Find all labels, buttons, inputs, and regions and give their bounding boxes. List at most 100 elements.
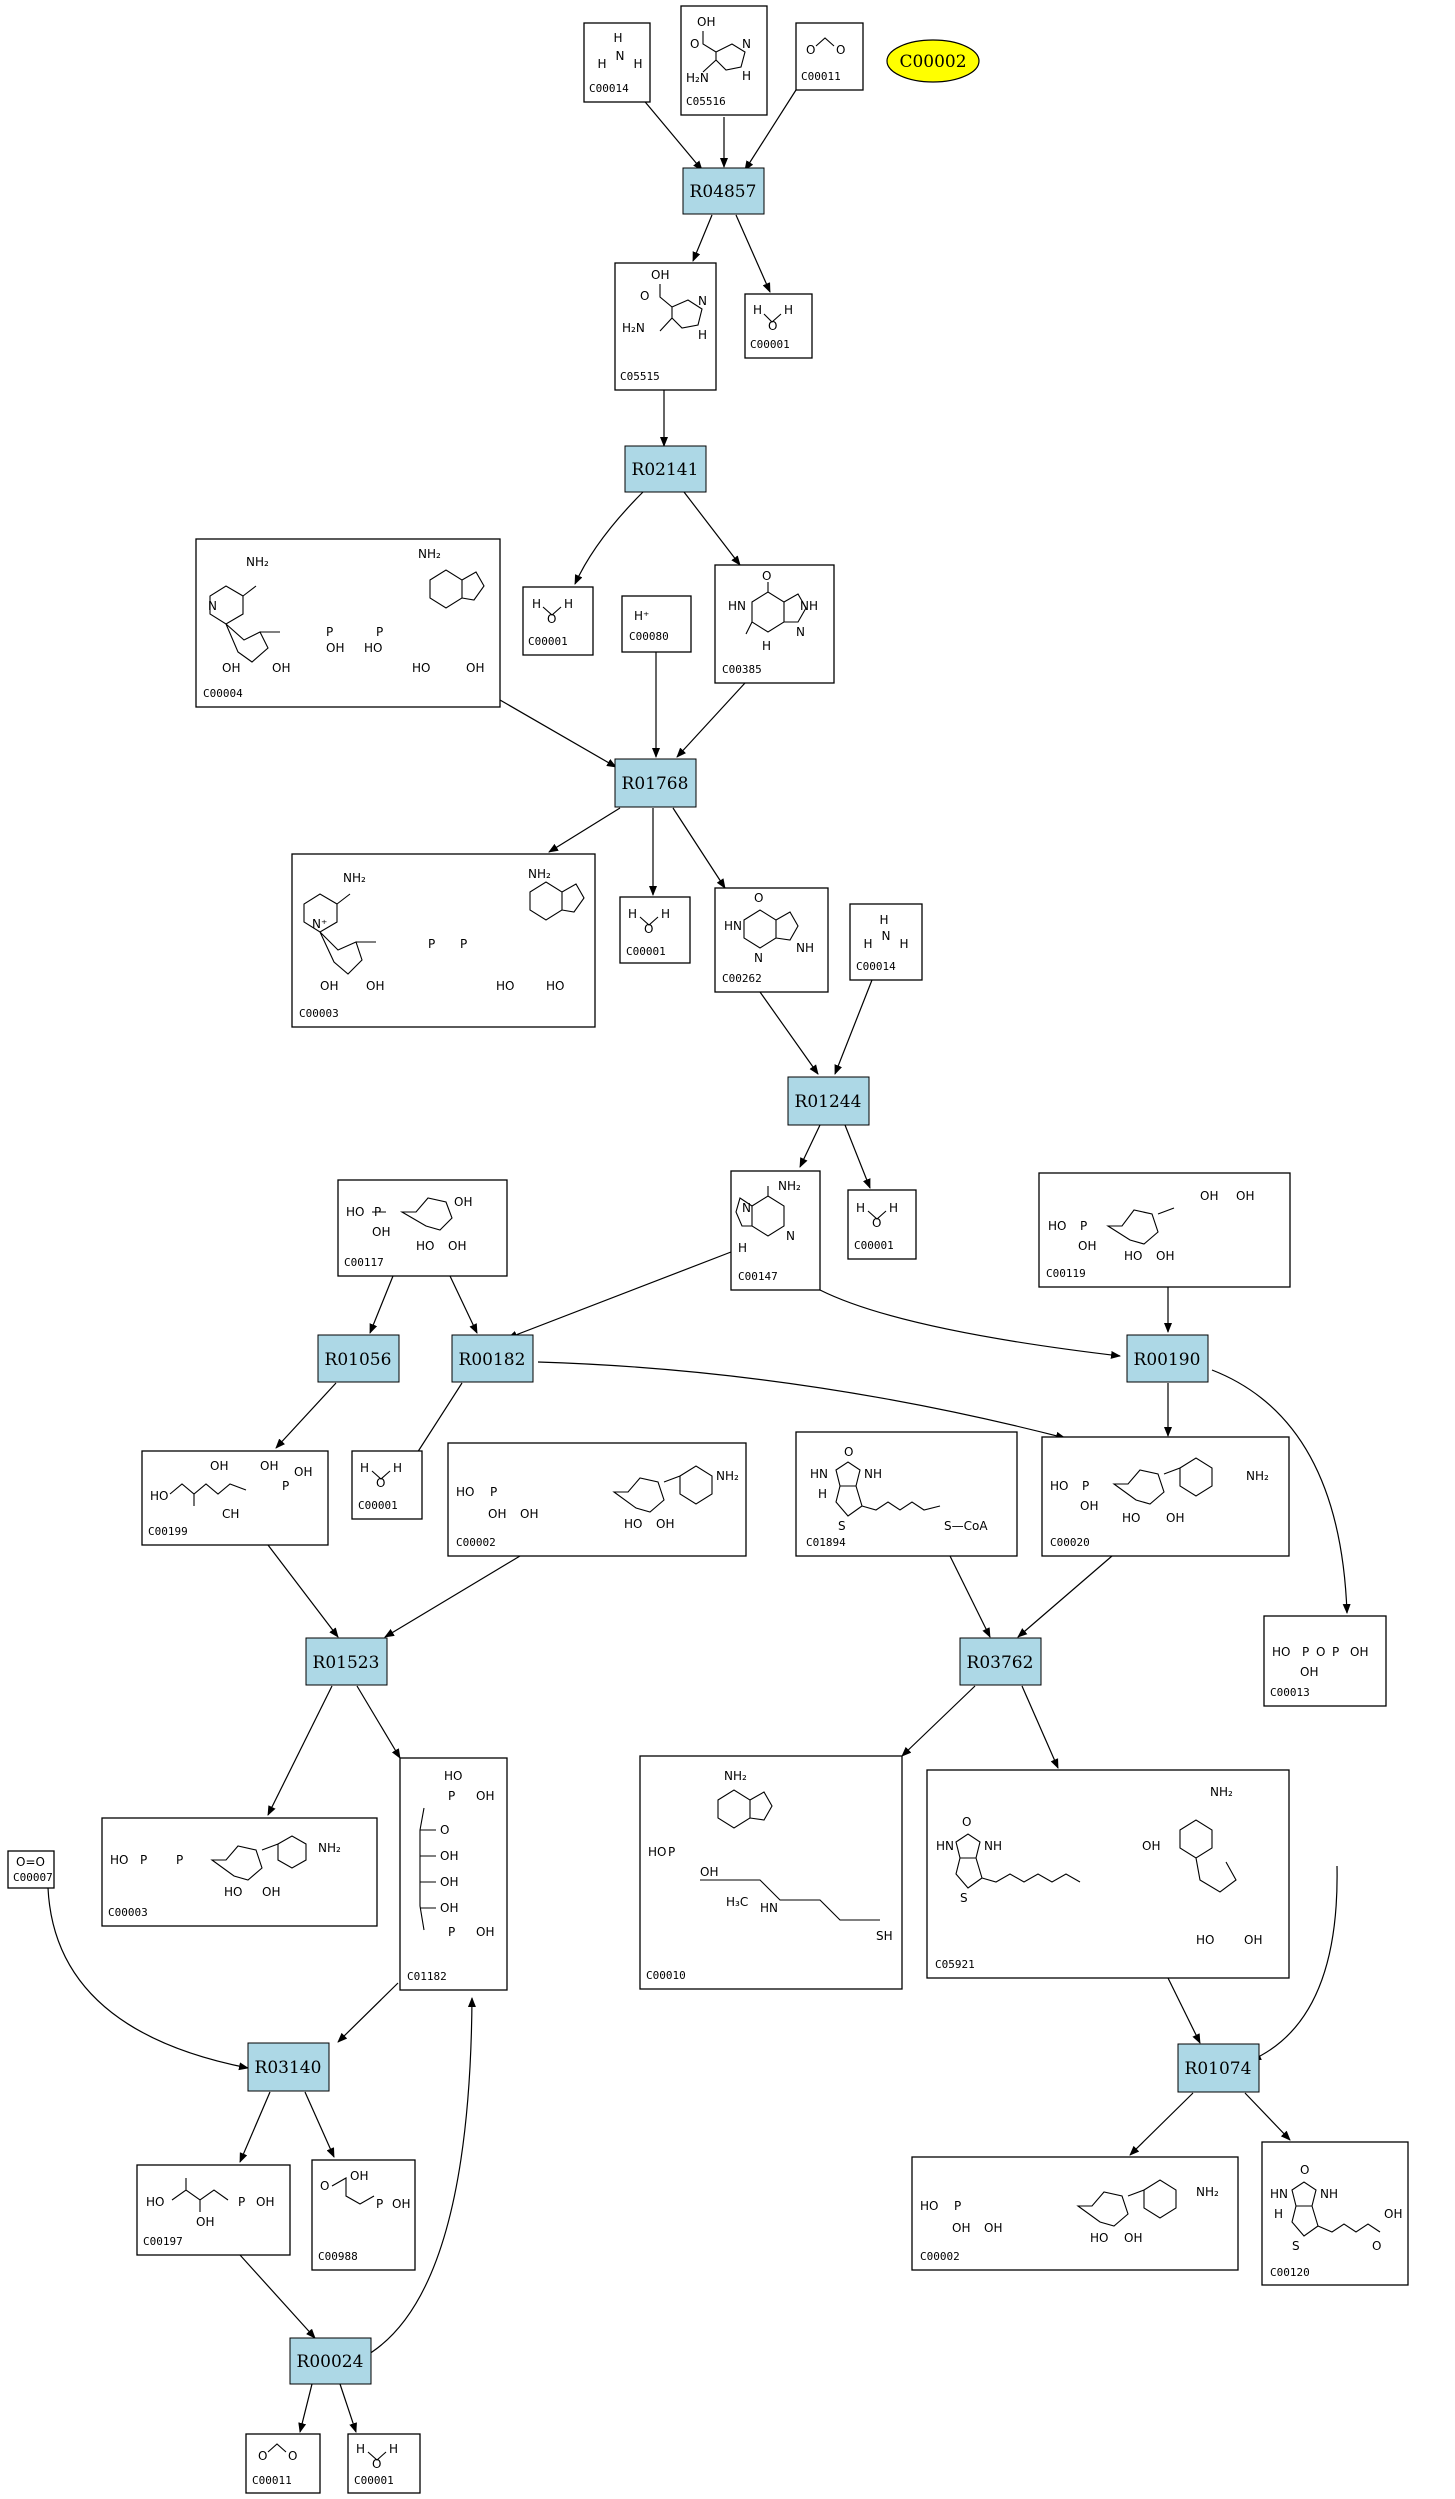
compound-C00001[interactable]: H O H C00001 [347, 2433, 421, 2494]
edge [239, 2091, 271, 2163]
reaction-R03762[interactable]: R03762 [959, 1637, 1042, 1686]
compound-C00020[interactable]: HO P OH NH₂ HO OH C00020 [1041, 1436, 1290, 1557]
compound-C00014[interactable]: H N H H C00014 [849, 903, 923, 981]
compound-C00011[interactable]: O O C00011 [795, 22, 864, 91]
atom-label: OH [454, 1195, 472, 1209]
compound-C00385[interactable]: O HN NH N H C00385 [714, 564, 835, 684]
compound-C00001[interactable]: H O H C00001 [744, 293, 813, 359]
reaction-R00024[interactable]: R00024 [289, 2337, 372, 2385]
compound-C00014[interactable]: H N H H C00014 [583, 22, 651, 103]
reaction-box [289, 2337, 372, 2385]
atom-label: N [698, 294, 707, 308]
compound-id: C00003 [299, 1007, 339, 1020]
atom-label: H [628, 907, 637, 921]
atom-label: H [753, 303, 762, 317]
compound-id: C00117 [344, 1256, 384, 1269]
atom-label: N [208, 599, 217, 613]
compound-C00003[interactable]: HO P P NH₂ HO OH C00003 [101, 1817, 378, 1927]
atom-label: HO [624, 1517, 642, 1531]
atom-label: O [547, 612, 556, 626]
edge [304, 2091, 335, 2158]
compound-C00197[interactable]: HO OH P OH C00197 [136, 2164, 291, 2256]
highlight-compound-C00002[interactable]: C00002 [886, 39, 980, 83]
atom-label: H [532, 597, 541, 611]
reaction-label: R02141 [632, 460, 699, 480]
edge [384, 1555, 521, 1638]
reaction-label: R01074 [1185, 2059, 1252, 2079]
atom-label: HN [724, 919, 742, 933]
atom-label: P [448, 1925, 455, 1939]
compound-id: C00001 [528, 635, 568, 648]
reaction-R00190[interactable]: R00190 [1126, 1334, 1209, 1383]
compound-box [926, 1769, 1290, 1979]
reaction-R01056[interactable]: R01056 [317, 1334, 400, 1383]
compound-box [195, 538, 501, 708]
compound-C00001[interactable]: H O H C00001 [351, 1450, 423, 1520]
edge [676, 682, 746, 758]
compound-C00199[interactable]: HO OH OH P OH CH C00199 [141, 1450, 329, 1546]
atom-label: HO [456, 1485, 474, 1499]
compound-C00001[interactable]: H O H C00001 [522, 586, 594, 656]
reaction-R00182[interactable]: R00182 [451, 1334, 534, 1383]
edge [337, 1982, 399, 2043]
atom-label: P [376, 625, 383, 639]
atom-label: OH [1166, 1511, 1184, 1525]
edge [1244, 2092, 1291, 2141]
reaction-label: R01056 [325, 1350, 392, 1370]
atom-label: N [754, 951, 763, 965]
compound-box [351, 1450, 423, 1520]
reaction-nodes: R04857 R02141 R01768 R01244 R01056 R0018… [247, 167, 1260, 2385]
atom-label: H [889, 1201, 898, 1215]
atom-label: O [320, 2179, 329, 2193]
compound-id: C00014 [589, 82, 629, 95]
reaction-label: R00024 [297, 2352, 364, 2372]
edge [949, 1555, 991, 1638]
reaction-R01074[interactable]: R01074 [1177, 2043, 1260, 2093]
compound-C01894[interactable]: O HN NH H S S—CoA C01894 [795, 1431, 1018, 1557]
compound-C00262[interactable]: O HN N NH C00262 [714, 887, 829, 993]
edge [1211, 1369, 1351, 1614]
compound-C00003[interactable]: NH₂ NH₂ N⁺ OH OH HO HO P P C00003 [291, 853, 596, 1028]
compound-id: C00001 [854, 1239, 894, 1252]
compound-C00002[interactable]: HO P OH OH NH₂ HO OH C00002 [911, 2156, 1239, 2271]
atom-label: OH [260, 1459, 278, 1473]
compound-id: C05921 [935, 1958, 975, 1971]
compound-C00080[interactable]: H⁺ C00080 [621, 595, 692, 653]
reaction-R01244[interactable]: R01244 [787, 1076, 870, 1126]
compound-C00001[interactable]: H O H C00001 [619, 896, 691, 964]
compound-C00010[interactable]: NH₂ HO P OH H₃C SH HN C00010 [639, 1755, 903, 1990]
compound-C00988[interactable]: OH O P OH C00988 [311, 2159, 416, 2271]
compound-C00002[interactable]: HO P OH OH NH₂ HO OH C00002 [447, 1442, 747, 1557]
compound-box [522, 586, 594, 656]
reaction-R04857[interactable]: R04857 [682, 167, 765, 215]
edge [1021, 1685, 1059, 1769]
compound-C00119[interactable]: HO P OH HO OH OH OH C00119 [1038, 1172, 1291, 1288]
compound-C00004[interactable]: NH₂ NH₂ N OH OH OH OH HO HO P P C00004 [195, 538, 501, 708]
atom-label: OH [256, 2195, 274, 2209]
reaction-R02141[interactable]: R02141 [624, 445, 707, 493]
atom-label: H [879, 913, 888, 927]
compound-C00117[interactable]: HO P OH OH HO OH C00117 [337, 1179, 508, 1277]
compound-box [1038, 1172, 1291, 1288]
atom-label: OH [222, 661, 240, 675]
reaction-R01768[interactable]: R01768 [614, 758, 697, 808]
compound-C05516[interactable]: OH O H₂N N H C05516 [680, 5, 768, 116]
compound-C05921[interactable]: O HN NH S NH₂ OH HO OH C05921 [926, 1769, 1290, 1979]
compound-C00007[interactable]: O=O C00007 [7, 1850, 55, 1889]
compound-C00120[interactable]: O HN NH H S OH O C00120 [1261, 2141, 1409, 2286]
atom-label: H⁺ [634, 609, 649, 623]
atom-label: H [742, 69, 751, 83]
compound-C05515[interactable]: OH O H₂N N H C05515 [614, 262, 717, 391]
reaction-R03140[interactable]: R03140 [247, 2042, 330, 2092]
atom-label: O [1300, 2163, 1309, 2177]
atom-label: OH [1200, 1189, 1218, 1203]
compound-C00147[interactable]: NH₂ N N H C00147 [730, 1170, 821, 1291]
edge [449, 1275, 478, 1334]
compound-C00011[interactable]: O O C00011 [245, 2433, 321, 2494]
compound-C00013[interactable]: HO P O P OH OH C00013 [1263, 1615, 1387, 1707]
reaction-box [1126, 1334, 1209, 1383]
compound-C00001[interactable]: H O H C00001 [847, 1189, 917, 1260]
reaction-R01523[interactable]: R01523 [305, 1637, 388, 1686]
compound-C01182[interactable]: HO P OH OH OH O OH P OH C01182 [399, 1757, 508, 1991]
atom-label: O [690, 37, 699, 51]
